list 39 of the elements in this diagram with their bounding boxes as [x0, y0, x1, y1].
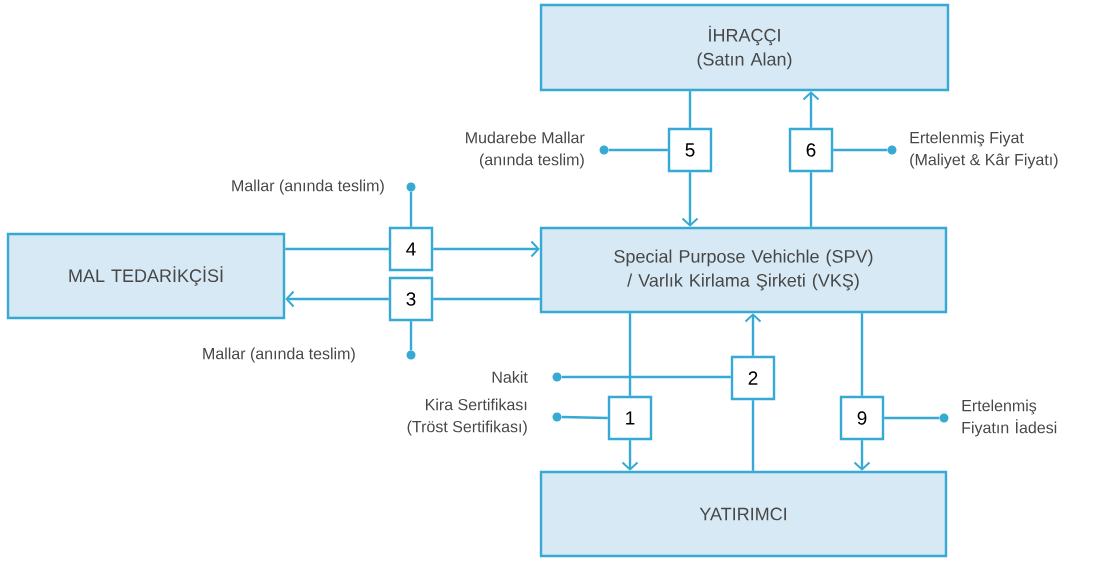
connector-line [628, 313, 632, 396]
flow-note: Ertelenmiş Fiyatın İadesi [962, 399, 1057, 437]
connector-line [409, 191, 413, 227]
step-number-box: 6 [788, 127, 834, 173]
connector-line [688, 91, 692, 128]
connector-line [860, 313, 864, 396]
flow-note: Kira Sertifikası (Tröst Sertifikası) [407, 398, 527, 436]
entity-box: YATIRIMCI [539, 470, 948, 558]
flow-note: Mudarebe Mallar (anında teslim) [466, 131, 585, 169]
arrow [285, 290, 389, 308]
connector-line [409, 321, 413, 351]
step-number-box: 9 [839, 395, 885, 441]
connector-line [809, 172, 813, 227]
connector-line [751, 400, 755, 471]
connector-line [433, 297, 540, 301]
step-number-box: 3 [388, 276, 434, 322]
flow-note: Ertelenmiş Fiyat (Maliyet & Kâr Fiyatı) [910, 131, 1058, 169]
flow-note: Nakit [492, 371, 528, 383]
step-number-box: 4 [388, 226, 434, 272]
step-number-box: 5 [667, 127, 713, 173]
arrow [621, 440, 639, 471]
connector-line [561, 375, 731, 379]
connector-line [884, 416, 940, 420]
entity-box: İHRAÇÇI (Satın Alan) [539, 3, 950, 92]
arrow [681, 172, 699, 227]
step-number-box: 2 [730, 355, 776, 401]
arrow [433, 240, 540, 258]
arrow [853, 440, 871, 471]
arrow [802, 91, 820, 128]
flow-note: Mallar (anında teslim) [232, 179, 384, 195]
connector-line [833, 148, 888, 152]
connector-line [561, 415, 608, 420]
connector-line [608, 148, 668, 152]
flow-note: Mallar (anında teslim) [203, 347, 355, 363]
step-number-box: 1 [607, 395, 653, 441]
entity-box: Special Purpose Vehichle (SPV) / Varlık Kirlama Şirketi (VKŞ) [539, 226, 948, 314]
connector-line [285, 247, 389, 251]
arrow [744, 313, 762, 356]
entity-box: MAL TEDARİKÇİSİ [6, 232, 286, 320]
